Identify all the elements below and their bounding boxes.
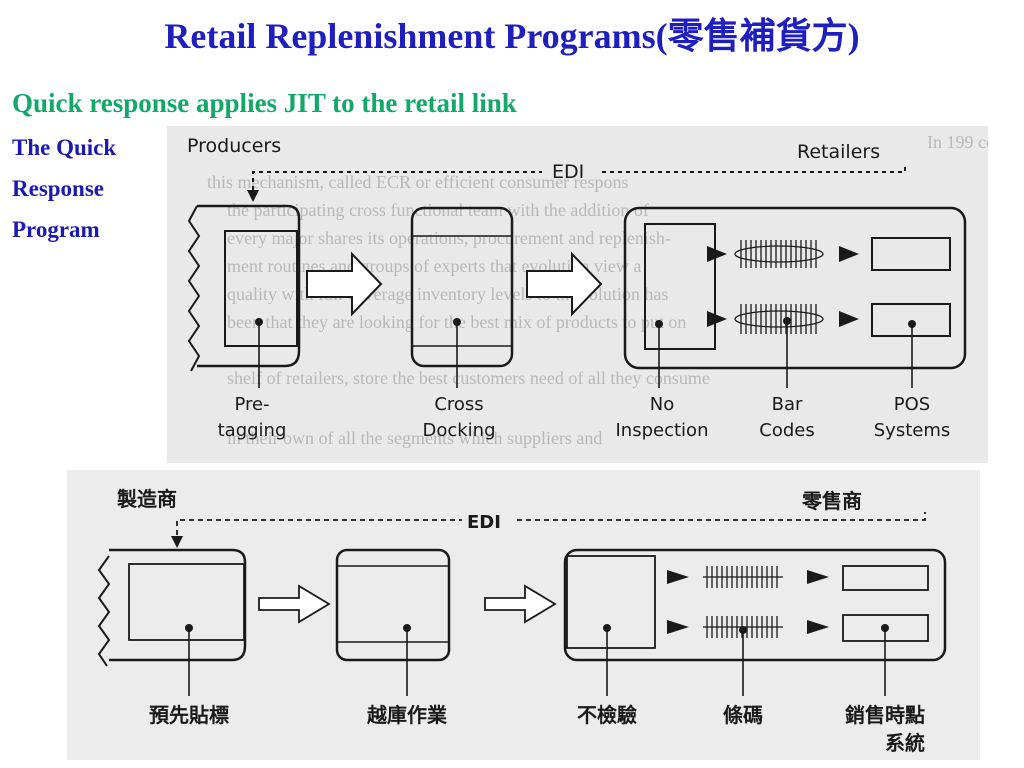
bleed-line-9: in their own of all the segments which s… [227, 428, 602, 448]
zh-edi-arrowhead [171, 536, 183, 548]
zh-no-inspection-box [566, 555, 656, 649]
retailers-label: Retailers [797, 141, 880, 163]
stage-1-line-2: tagging [218, 420, 287, 441]
producer-stack [197, 204, 301, 368]
edi-arrowhead [247, 190, 259, 202]
zh-stage-1-line-1: 預先貼標 [149, 703, 229, 727]
bleed-line-3: the participating cross functional team … [227, 200, 649, 220]
producer-zigzag-edge [187, 205, 201, 372]
stage-3-line-2: Inspection [616, 420, 709, 441]
side-label-line-3: Program [12, 217, 100, 242]
zh-pos-box-1 [842, 565, 929, 591]
zh-producers-label: 製造商 [117, 487, 177, 511]
barcode-row-2 [734, 304, 824, 334]
zh-stage-2-line-1: 越庫作業 [366, 703, 448, 727]
zh-cross-docking-box [335, 548, 451, 662]
zh-retailers-label: 零售商 [801, 489, 862, 513]
pretagging-box [224, 230, 298, 347]
bleed-line-8: shelf of retailers, store the best custo… [227, 368, 710, 388]
zh-pretagging-box [128, 563, 245, 641]
pos-box-1 [871, 237, 951, 271]
zh-flow-arrow-2 [484, 584, 557, 624]
pos-box-2 [871, 303, 951, 337]
zh-producer-zigzag-edge [97, 555, 111, 667]
cross-docking-box [410, 206, 514, 368]
producers-label: Producers [187, 135, 281, 157]
barcode-row-1 [734, 240, 824, 268]
stage-2-line-2: Docking [422, 420, 495, 441]
edi-dashed-link [252, 164, 906, 198]
zh-flow-arrow-1 [258, 584, 331, 624]
zh-producer-stack [109, 548, 247, 662]
slide-title: Retail Replenishment Programs(零售補貨方) [164, 16, 860, 56]
zh-stage-3-line-1: 不檢驗 [577, 703, 637, 727]
zh-stage-4-line-1: 條碼 [723, 703, 763, 727]
edi-label: EDI [552, 161, 584, 183]
zh-retailer-container [563, 548, 947, 662]
stage-5-line-1: POS [894, 394, 930, 415]
zh-stage-5-line-2: 系統 [885, 731, 925, 755]
stage-2-line-1: Cross [434, 394, 483, 415]
stage-3-line-1: No [650, 394, 674, 415]
flow-arrow-2 [526, 251, 603, 317]
slide-subtitle: Quick response applies JIT to the retail… [12, 88, 517, 118]
stage-4-line-1: Bar [772, 394, 803, 415]
zh-edi-label: EDI [467, 512, 501, 533]
zh-barcode-row-1 [703, 566, 783, 588]
bleed-line-6: quality with full coverage inventory lev… [227, 284, 668, 304]
bleed-line-1: In 199 cery industry launched its own ve… [927, 132, 988, 152]
quick-response-diagram-chinese: 製造商 零售商 EDI [67, 470, 980, 760]
zh-edi-dashed-link [176, 512, 926, 544]
bleed-line-2: this mechanism, called ECR or efficient … [207, 172, 629, 192]
stage-1-line-1: Pre- [234, 394, 269, 415]
no-inspection-box [644, 223, 716, 350]
flow-arrow-1 [306, 251, 383, 317]
stage-5-line-2: Systems [874, 420, 951, 441]
bleed-line-4: every major shares its operations, procu… [227, 228, 671, 248]
retailer-container [623, 206, 967, 370]
side-label-line-2: Response [12, 176, 105, 201]
zh-stage-5-line-1: 銷售時點 [845, 703, 925, 727]
side-label-line-1: The Quick [12, 135, 117, 160]
quick-response-diagram-english: In 199 cery industry launched its own ve… [167, 126, 988, 463]
stage-4-line-2: Codes [759, 420, 814, 441]
